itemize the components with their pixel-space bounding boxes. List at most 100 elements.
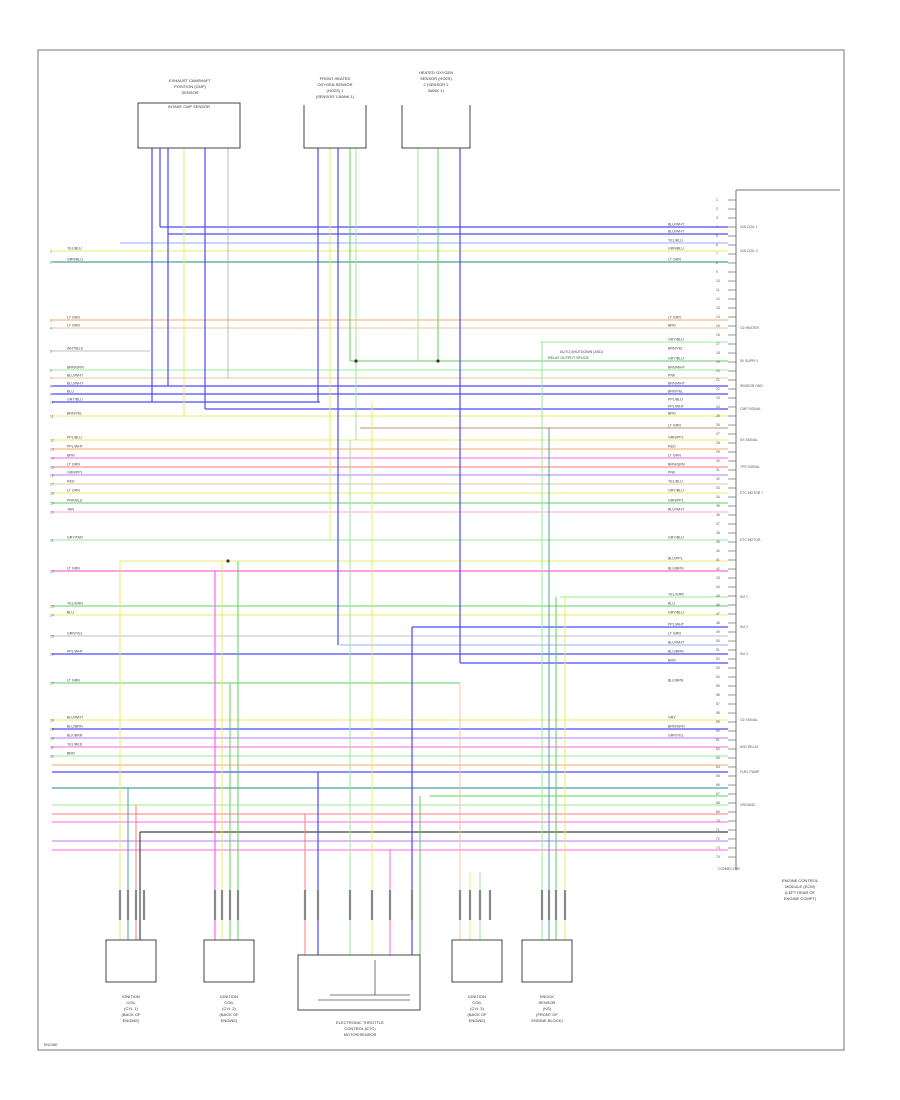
left-wire-label: LT GRN bbox=[67, 567, 80, 571]
ecm-pin-function: INJ 1 bbox=[740, 595, 748, 599]
ecm-caption-1: ENGINE CONTROL bbox=[782, 878, 819, 883]
ecm-pin-number: 31 bbox=[716, 468, 720, 472]
ecm-pin-number: 43 bbox=[716, 576, 720, 580]
ecm-pin-number: 68 bbox=[716, 801, 720, 805]
ecm-pin-function: O2 SIGNAL bbox=[740, 718, 758, 722]
left-wire-label: YEL/GRN bbox=[67, 602, 83, 606]
left-pin-number: 31 bbox=[50, 746, 54, 750]
ecm-pin-number: 14 bbox=[716, 315, 720, 319]
diagram-frame bbox=[37, 49, 845, 1051]
left-pin-number: 32 bbox=[50, 755, 54, 759]
left-pin-number: 15 bbox=[50, 466, 54, 470]
left-pin-number: 16 bbox=[50, 474, 54, 478]
ecm-pin-number: 66 bbox=[716, 783, 720, 787]
ecm-pin-number: 59 bbox=[716, 720, 720, 724]
ecm-pin-number: 63 bbox=[716, 756, 720, 760]
ecm-pin-number: 57 bbox=[716, 702, 720, 706]
ecm-pin-number: 15 bbox=[716, 324, 720, 328]
left-wire-label: PNK/BLU bbox=[67, 499, 83, 503]
asd-splice: AUTO-SHUTDOWN (ASD) RELAY OUTPUT SPLICE bbox=[548, 350, 603, 360]
ecm-pin-function: O2 HEATER bbox=[740, 326, 760, 330]
ecm-wire-label: YEL/GRN bbox=[668, 593, 684, 597]
splice-dot bbox=[436, 359, 440, 363]
ecm-pin-number: 19 bbox=[716, 360, 720, 364]
left-pin-number: 4 bbox=[50, 327, 52, 331]
downstream-ho2s-caption-3: 2 (SENSOR 2 bbox=[424, 82, 450, 87]
ecm-pin-number: 20 bbox=[716, 369, 720, 373]
left-pin-number: 24 bbox=[50, 614, 54, 618]
ecm-connector-label: CONNECTOR bbox=[718, 867, 740, 871]
ecm-wire-label: BRN bbox=[668, 412, 676, 416]
ecm-pin-number: 33 bbox=[716, 486, 720, 490]
ecm-pin-number: 34 bbox=[716, 495, 720, 499]
knock-sensor: KNOCK SENSOR (KS) (FRONT OF ENGINE BLOCK… bbox=[521, 939, 573, 1023]
ecm-wire-label: BLU/WHT bbox=[668, 641, 685, 645]
ecm-pin-number: 7 bbox=[716, 252, 718, 256]
front-ho2s-caption-2: OXYGEN SENSOR bbox=[317, 82, 352, 87]
etc-caption-3: MOTOR/SENSOR bbox=[344, 1032, 377, 1037]
ecm-wire-label: BLK/BRN bbox=[668, 679, 684, 683]
ecm-pin-number: 9 bbox=[716, 270, 718, 274]
left-wire-label: GRN/YEL bbox=[67, 632, 83, 636]
ecm-pin-number: 30 bbox=[716, 459, 720, 463]
ecm-pin-number: 49 bbox=[716, 630, 720, 634]
ecm-pin-function: IGN COIL 2 bbox=[740, 249, 758, 253]
left-pin-number: 10 bbox=[50, 401, 54, 405]
left-wire-label: LT GRN bbox=[67, 463, 80, 467]
splice-dot bbox=[226, 559, 230, 563]
etc-caption-2: CONTROL (ETC) bbox=[344, 1026, 376, 1031]
ecm-wire-label: LT GRN bbox=[668, 632, 681, 636]
exhaust-cmp-caption-2: POSITION (CMP) bbox=[174, 84, 206, 89]
left-pin-number: 17 bbox=[50, 483, 54, 487]
etc-caption-1: ELECTRONIC THROTTLE bbox=[336, 1020, 384, 1025]
ecm-pin-number: 5 bbox=[716, 234, 718, 238]
ecm-pin-number: 16 bbox=[716, 333, 720, 337]
ecm-pin-number: 11 bbox=[716, 288, 720, 292]
ecm-caption-2: MODULE (ECM) bbox=[785, 884, 815, 889]
ecm-wire-label: RED bbox=[668, 445, 676, 449]
ecm-wire-label: BRN bbox=[668, 324, 676, 328]
left-wire-label: BRN bbox=[67, 752, 75, 756]
ks-caption-3: (KS) bbox=[543, 1006, 552, 1011]
ecm-pin-number: 44 bbox=[716, 585, 720, 589]
front-ho2s-caption-4: (SENSOR 1 BANK 1) bbox=[316, 94, 355, 99]
ecm-pin-number: 58 bbox=[716, 711, 720, 715]
ecm-wire-label: BLU/WHT bbox=[668, 223, 685, 227]
ecm-wire-label: BLU/WHT bbox=[668, 230, 685, 234]
coil-1-caption-5: ENGINE) bbox=[123, 1018, 140, 1023]
ecm-wire-label: PPL/BLU bbox=[668, 398, 683, 402]
ecm-wire-label: BRN/GRN bbox=[668, 463, 685, 467]
ecm-pin-number: 23 bbox=[716, 396, 720, 400]
ecm-pin-number: 69 bbox=[716, 810, 720, 814]
ecm-pin-number: 17 bbox=[716, 342, 720, 346]
ecm-pin-number: 25 bbox=[716, 414, 720, 418]
left-pin-number: 23 bbox=[50, 605, 54, 609]
ecm-wire-label: BRN bbox=[668, 659, 676, 663]
coil-2-caption-5: ENGINE) bbox=[221, 1018, 238, 1023]
coil-1-caption-4: (BACK OF bbox=[122, 1012, 141, 1017]
coil-2-caption-1: IGNITION bbox=[220, 994, 238, 999]
ks-caption-1: KNOCK bbox=[540, 994, 555, 999]
ecm-pin-function: INJ 3 bbox=[740, 652, 748, 656]
left-pin-number: 9 bbox=[50, 393, 52, 397]
ecm-wire-label: PNK bbox=[668, 374, 676, 378]
left-wire-label: LT GRN bbox=[67, 489, 80, 493]
ecm-pin-number: 2 bbox=[716, 207, 718, 211]
left-pin-number: 19 bbox=[50, 502, 54, 506]
ecm-wire-label: BRN/WHT bbox=[668, 382, 686, 386]
ecm-pin-number: 38 bbox=[716, 531, 720, 535]
left-pin-number: 1 bbox=[50, 250, 52, 254]
ecm-pin-function: KS SIGNAL bbox=[740, 438, 758, 442]
left-wire-label: PPL/BLU bbox=[67, 436, 82, 440]
left-wire-label: BLK/BRN bbox=[67, 734, 83, 738]
ecm-pin-number: 40 bbox=[716, 549, 720, 553]
ecm-wire-label: LT GRN bbox=[668, 454, 681, 458]
ecm-caption-3: (LEFT REAR OF bbox=[785, 890, 815, 895]
exhaust-cmp-caption-1: EXHAUST CAMSHAFT bbox=[169, 78, 211, 83]
ecm-wire-label: GRY/BLU bbox=[668, 357, 684, 361]
ecm-pin-number: 3 bbox=[716, 216, 718, 220]
ecm-pin-number: 50 bbox=[716, 639, 720, 643]
left-wire-label: BLU/WHT bbox=[67, 716, 84, 720]
asd-splice-label-2: RELAY OUTPUT SPLICE bbox=[548, 356, 590, 360]
